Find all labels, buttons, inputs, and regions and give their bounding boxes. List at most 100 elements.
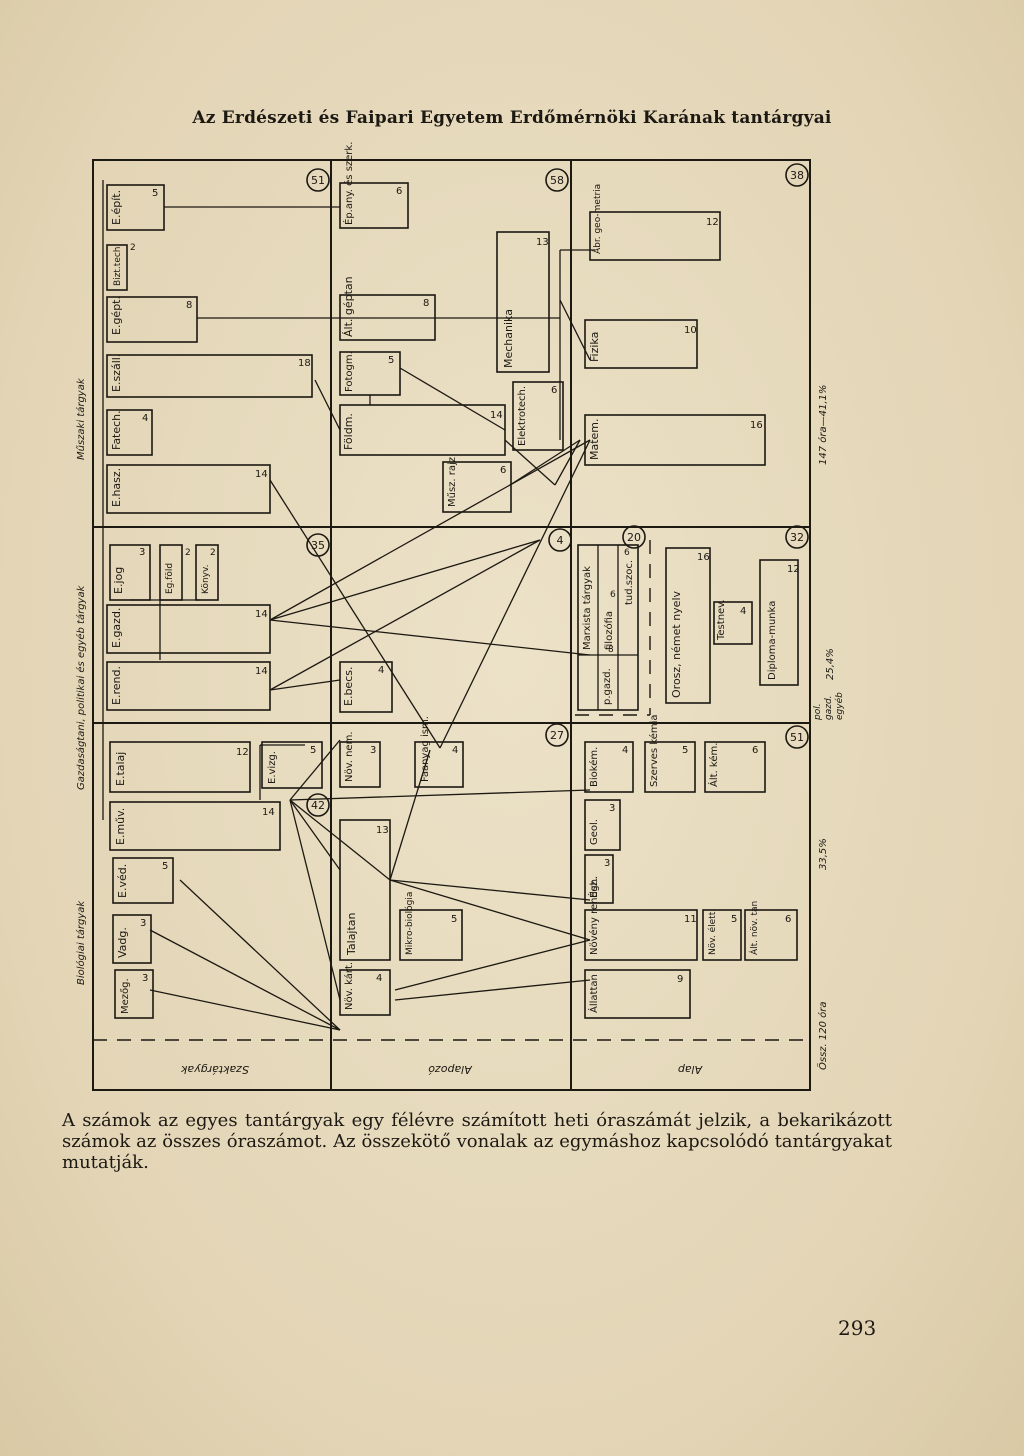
subject-hours: 12: [706, 217, 719, 228]
subject-szerves-kemia: Szerves kémia 5: [644, 714, 696, 793]
subject-mikrobio: Mikro-biológia 5: [399, 892, 463, 961]
subject-label: Ált. növ. tan: [748, 901, 760, 955]
total-alap-bio: 51: [785, 725, 809, 749]
subject-e-talaj: E.talaj 12: [109, 741, 251, 793]
subject-musz-rajz: Műsz. rajz 6: [442, 457, 512, 513]
total-alapozo-muszaki: 58: [545, 168, 569, 192]
svg-text:4: 4: [557, 534, 564, 547]
subject-hours: 3: [139, 547, 145, 558]
subject-e-szall: E.száll. 18: [106, 354, 313, 398]
subject-label: Biokém.: [588, 747, 600, 787]
subject-hours: 14: [255, 469, 268, 480]
subject-abr-geo: Ábr. geo-metria 12: [589, 184, 721, 261]
subject-label: Faanyag ism.: [420, 716, 431, 782]
subject-hours: 9: [677, 974, 683, 985]
subject-label: Bizt.tech.: [113, 244, 123, 286]
subject-allattan: Állattan 9: [584, 969, 691, 1019]
stat-gazd-gazd: gazd.: [824, 695, 834, 720]
subject-label: Ép.any. és szerk.: [342, 142, 355, 225]
subject-hours: 6: [624, 548, 630, 558]
subject-hours: 3: [142, 973, 148, 984]
subject-hours: 5: [388, 355, 394, 366]
svg-text:35: 35: [311, 539, 325, 552]
subject-label: Növ. nem.: [344, 731, 355, 782]
subject-alt-geptan: Ált. géptan 8: [339, 276, 436, 341]
subject-label: Mechanika: [502, 309, 515, 368]
subject-nov-kart: Növ. kárt. 4: [339, 962, 391, 1016]
subject-fizika: Fizika 10: [584, 319, 698, 369]
subject-egh: Égh. 3: [584, 854, 614, 904]
subject-foldm: Földm. 14: [339, 404, 506, 456]
cell-alapozo-muszaki: Ép.any. és szerk. 6 Ált. géptan 8 Fotogm…: [339, 142, 564, 513]
subject-fotogm: Fotogm. 5: [339, 351, 401, 396]
subject-hours: 8: [608, 645, 614, 655]
subject-e-hasz: E.hasz. 14: [106, 464, 271, 514]
subject-hours: 3: [370, 745, 376, 756]
connection-lines: [102, 180, 595, 1031]
total-alap-muszaki: 38: [785, 163, 809, 187]
subject-alt-nov-tan: Ált. növ. tan 6: [744, 901, 798, 961]
subject-label: Szerves kémia: [648, 714, 660, 787]
subject-biztech: Bizt.tech. 2: [106, 243, 136, 291]
diagram-grid: [92, 159, 811, 1091]
svg-text:42: 42: [311, 799, 325, 812]
row-labels: Műszaki tárgyak Gazdaságtani, politikai …: [75, 377, 87, 985]
subject-e-vizg: E.vizg. 5: [261, 741, 323, 789]
subject-hours: 5: [682, 745, 688, 756]
subject-label: Ábr. geo-metria: [591, 184, 603, 254]
subject-hours: 6: [610, 590, 616, 600]
subject-elektrotech: Elektrotech. 6: [512, 381, 564, 451]
subject-orosz-nemet: Orosz, német nyelv 16: [665, 547, 711, 704]
subject-label: Ált. kém.: [707, 743, 720, 787]
subject-hours: 5: [451, 914, 457, 925]
subject-filozofia: filozófia 6: [603, 590, 616, 650]
subject-hours: 5: [152, 188, 158, 199]
subject-label: Fizika: [588, 332, 601, 362]
svg-text:20: 20: [627, 531, 641, 544]
subject-label: Fotogm.: [344, 351, 355, 392]
subject-hours: 6: [785, 914, 791, 925]
subject-hours: 6: [752, 745, 758, 756]
subject-e-rend: E.rend. 14: [106, 661, 271, 711]
row-label-muszaki: Műszaki tárgyak: [75, 377, 87, 460]
subject-label: Mikro-biológia: [404, 892, 415, 955]
subject-label: Növ. élett.: [707, 909, 718, 955]
subject-hours: 14: [255, 609, 268, 620]
subject-label: Műsz. rajz: [446, 457, 458, 507]
subject-label: Talajtan: [345, 912, 358, 956]
total-szak-bio: 42: [306, 793, 330, 817]
subject-diploma: Diploma-munka 12: [759, 559, 800, 686]
subject-hours: 13: [536, 237, 549, 248]
subject-label: Ált. géptan: [342, 276, 355, 337]
column-label-szaktargyak: Szaktárgyak: [180, 1063, 249, 1076]
subject-hours: 12: [236, 747, 249, 758]
subject-hours: 6: [551, 385, 557, 396]
subject-hours: 16: [697, 552, 710, 563]
total-alap-gazd-b: 32: [785, 525, 809, 549]
subject-hours: 13: [376, 825, 389, 836]
subject-fatech: Fatech. 4: [106, 409, 153, 456]
subject-hours: 10: [684, 325, 697, 336]
subject-hours: 5: [310, 745, 316, 756]
page-title: Az Erdészeti és Faipari Egyetem Erdőmérn…: [192, 108, 832, 128]
subject-label: Földm.: [342, 413, 355, 450]
subject-label: Testnev.: [716, 599, 727, 641]
stat-gazd-egyeb: egyéb: [834, 692, 845, 720]
subject-label: Égh.: [587, 876, 600, 898]
subject-label: Matem.: [588, 418, 601, 460]
subject-label: Orosz, német nyelv: [670, 590, 683, 698]
subject-konyv: Könyv. 2: [195, 544, 219, 601]
subject-label: E.műv.: [114, 808, 127, 845]
subject-label: Mezőg.: [119, 978, 131, 1014]
subject-label: E.vizg.: [267, 751, 278, 784]
subject-label: E.hasz.: [110, 468, 123, 507]
subject-mezog: Mezőg. 3: [114, 969, 154, 1019]
cell-alapozo-gazd: E.becs. 4: [339, 661, 393, 713]
subject-hours: 3: [609, 803, 615, 814]
subject-hours: 4: [452, 745, 458, 756]
subject-hours: 6: [500, 465, 506, 476]
subject-hours: 3: [604, 858, 610, 869]
subject-label: Növény rendsz.: [588, 878, 600, 955]
